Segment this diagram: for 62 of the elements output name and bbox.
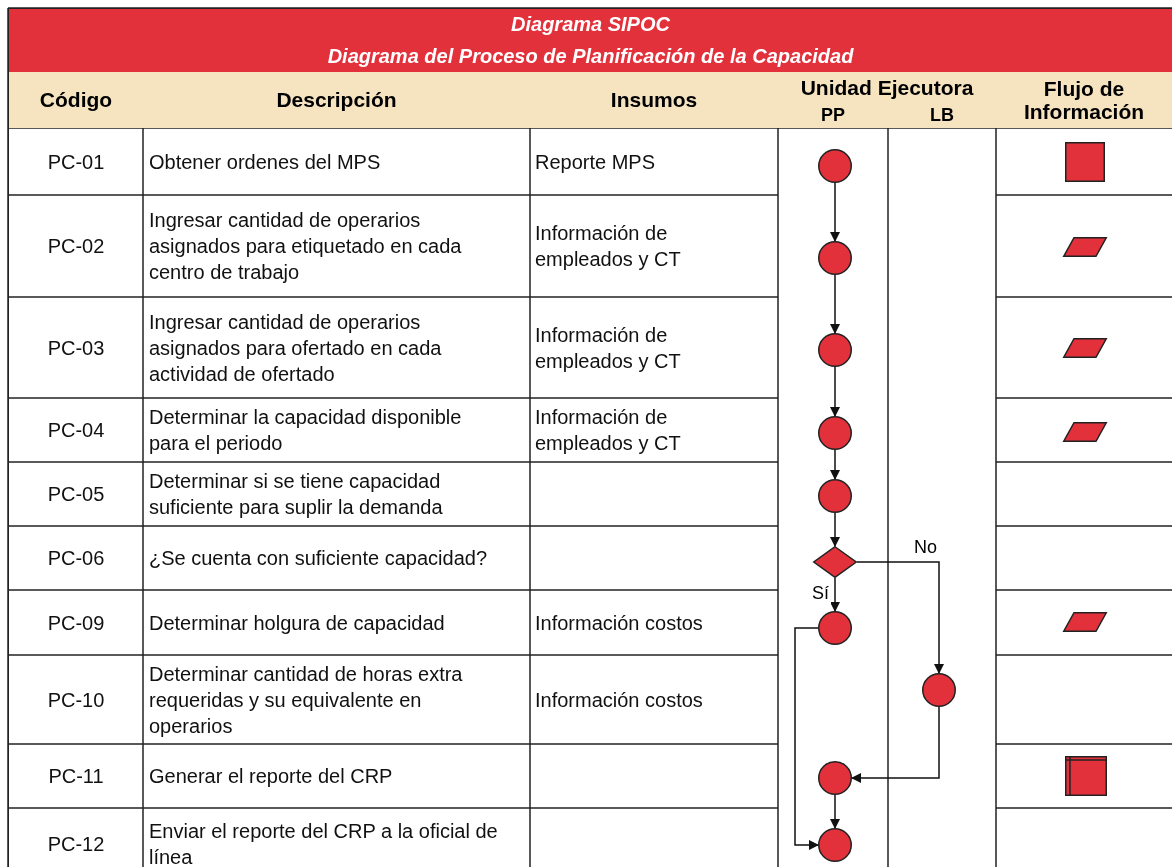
step-description: ¿Se cuenta con suficiente capacidad? [149, 546, 487, 571]
input-text: Reporte MPS [535, 149, 656, 175]
process-circle [818, 611, 852, 645]
document-square-icon [1065, 142, 1105, 182]
step-code: PC-03 [47, 335, 105, 361]
arrow [830, 274, 840, 334]
predefined-square-icon [1065, 756, 1107, 796]
process-circle [818, 828, 852, 862]
input-text: Información costos [535, 610, 703, 636]
process-circle [818, 333, 852, 367]
arrow [830, 449, 840, 480]
arrow [830, 794, 840, 829]
arrow [856, 561, 944, 674]
arrow [830, 366, 840, 417]
data-parallelogram-icon [1063, 612, 1107, 632]
step-description: Enviar el reporte del CRP a la oficial de línea [149, 819, 499, 867]
column-header: LB [888, 103, 996, 128]
step-description: Determinar la capacidad disponible para el periodo [149, 405, 463, 456]
arrow [851, 706, 940, 783]
input-text: Información de empleados y CT [535, 405, 682, 456]
step-code: PC-10 [47, 687, 105, 713]
step-description: Determinar holgura de capacidad [149, 610, 445, 636]
arrow [830, 577, 840, 612]
column-header: PP [778, 103, 888, 128]
step-description: Determinar cantidad de horas extra requeridas y su equivalente en operarios [149, 661, 464, 739]
data-parallelogram-icon [1063, 338, 1107, 358]
column-header: Insumos [530, 72, 778, 128]
step-description: Ingresar cantidad de operarios asignados para ofertado en cada actividad de ofertado [149, 309, 443, 387]
step-code: PC-02 [47, 234, 105, 259]
arrow [794, 627, 819, 850]
process-circle [818, 479, 852, 513]
step-code: PC-11 [48, 764, 104, 789]
column-header: Descripción [143, 72, 530, 128]
input-text: Información de empleados y CT [535, 221, 682, 272]
step-code: PC-05 [47, 482, 105, 507]
process-circle [818, 241, 852, 275]
data-parallelogram-icon [1063, 237, 1107, 257]
step-code: PC-12 [47, 832, 105, 857]
step-description: Ingresar cantidad de operarios asignados para etiquetado en cada centro de trabajo [149, 208, 463, 285]
column-header: Flujo de Información [996, 72, 1172, 128]
arrow [830, 182, 840, 242]
data-parallelogram-icon [1063, 422, 1107, 442]
input-text: Información de empleados y CT [535, 322, 682, 374]
arrow [830, 512, 840, 547]
step-description: Obtener ordenes del MPS [149, 149, 381, 175]
step-code: PC-06 [47, 546, 105, 571]
process-circle [818, 416, 852, 450]
column-header: Unidad Ejecutora [778, 72, 996, 103]
step-code: PC-04 [47, 418, 105, 443]
step-description: Generar el reporte del CRP [149, 764, 393, 789]
step-code: PC-01 [47, 149, 105, 175]
subtitle-banner: Diagrama del Proceso de Planificación de la Capacidad [8, 40, 1172, 72]
process-circle [818, 149, 852, 183]
step-code: PC-09 [47, 610, 105, 636]
process-circle [818, 761, 852, 795]
input-text: Información costos [535, 687, 703, 713]
title-banner: Diagrama SIPOC [8, 8, 1172, 40]
edge-label: Sí [810, 584, 831, 604]
decision-diamond [813, 546, 857, 578]
process-circle [922, 673, 956, 707]
step-description: Determinar si se tiene capacidad suficiente para suplir la demanda [149, 469, 444, 520]
column-header: Código [8, 72, 143, 128]
